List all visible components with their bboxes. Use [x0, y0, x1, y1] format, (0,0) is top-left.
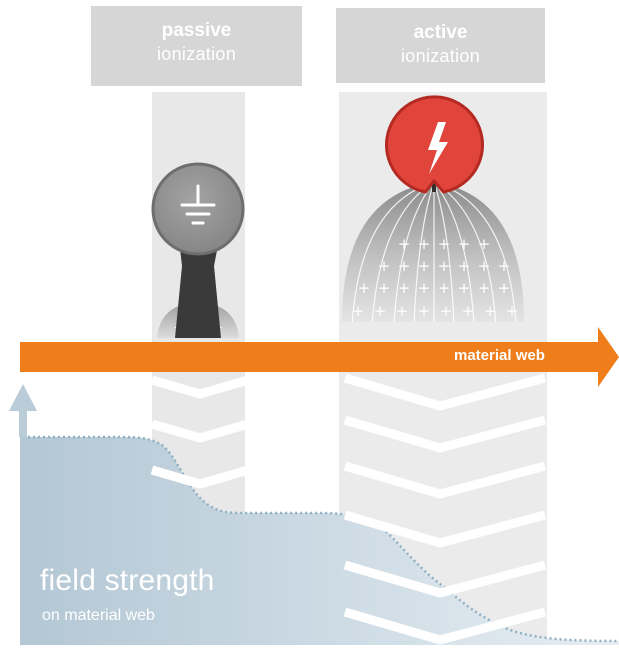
svg-text:+: + — [506, 302, 519, 320]
svg-text:+: + — [438, 235, 451, 253]
svg-text:+: + — [458, 235, 471, 253]
field-strength-area — [20, 410, 619, 645]
svg-text:+: + — [438, 279, 451, 297]
svg-text:+: + — [462, 302, 475, 320]
svg-text:+: + — [398, 235, 411, 253]
svg-text:+: + — [418, 235, 431, 253]
field-strength-subtitle: on material web — [42, 607, 155, 624]
svg-text:+: + — [478, 279, 491, 297]
active-title-line1: active — [413, 22, 468, 43]
field-axis-arrow — [9, 384, 37, 437]
svg-text:+: + — [398, 257, 411, 275]
svg-text:+: + — [498, 279, 511, 297]
material-web-label: material web — [454, 347, 545, 364]
svg-text:+: + — [396, 302, 409, 320]
active-title-line2: ionization — [400, 46, 481, 66]
svg-text:+: + — [358, 279, 371, 297]
field-strength-title: field strength — [40, 564, 215, 597]
passive-electrode-stem — [175, 240, 221, 338]
svg-text:+: + — [352, 302, 365, 320]
ground-icon — [151, 162, 245, 256]
svg-text:+: + — [498, 257, 511, 275]
active-ionization-title: active ionization — [336, 8, 545, 83]
svg-text:+: + — [418, 257, 431, 275]
svg-text:+: + — [458, 257, 471, 275]
active-electrode-needle — [432, 176, 436, 192]
web-chevrons — [150, 373, 547, 645]
svg-text:+: + — [438, 257, 451, 275]
passive-ionization-title: passive ionization — [91, 6, 302, 86]
svg-text:+: + — [378, 279, 391, 297]
svg-text:+: + — [478, 257, 491, 275]
svg-text:+: + — [374, 302, 387, 320]
svg-text:+: + — [458, 279, 471, 297]
svg-text:+: + — [478, 235, 491, 253]
svg-text:+: + — [418, 279, 431, 297]
passive-title-line1: passive — [161, 20, 232, 41]
high-voltage-icon — [385, 95, 484, 194]
material-web-arrow — [20, 327, 619, 387]
svg-text:+: + — [398, 279, 411, 297]
svg-text:+: + — [484, 302, 497, 320]
active-field-dome: +++++ +++++++ ++++++++ ++++++++ — [342, 182, 524, 322]
passive-title-line2: ionization — [156, 44, 237, 64]
svg-text:+: + — [378, 257, 391, 275]
svg-text:+: + — [418, 302, 431, 320]
svg-text:+: + — [440, 302, 453, 320]
